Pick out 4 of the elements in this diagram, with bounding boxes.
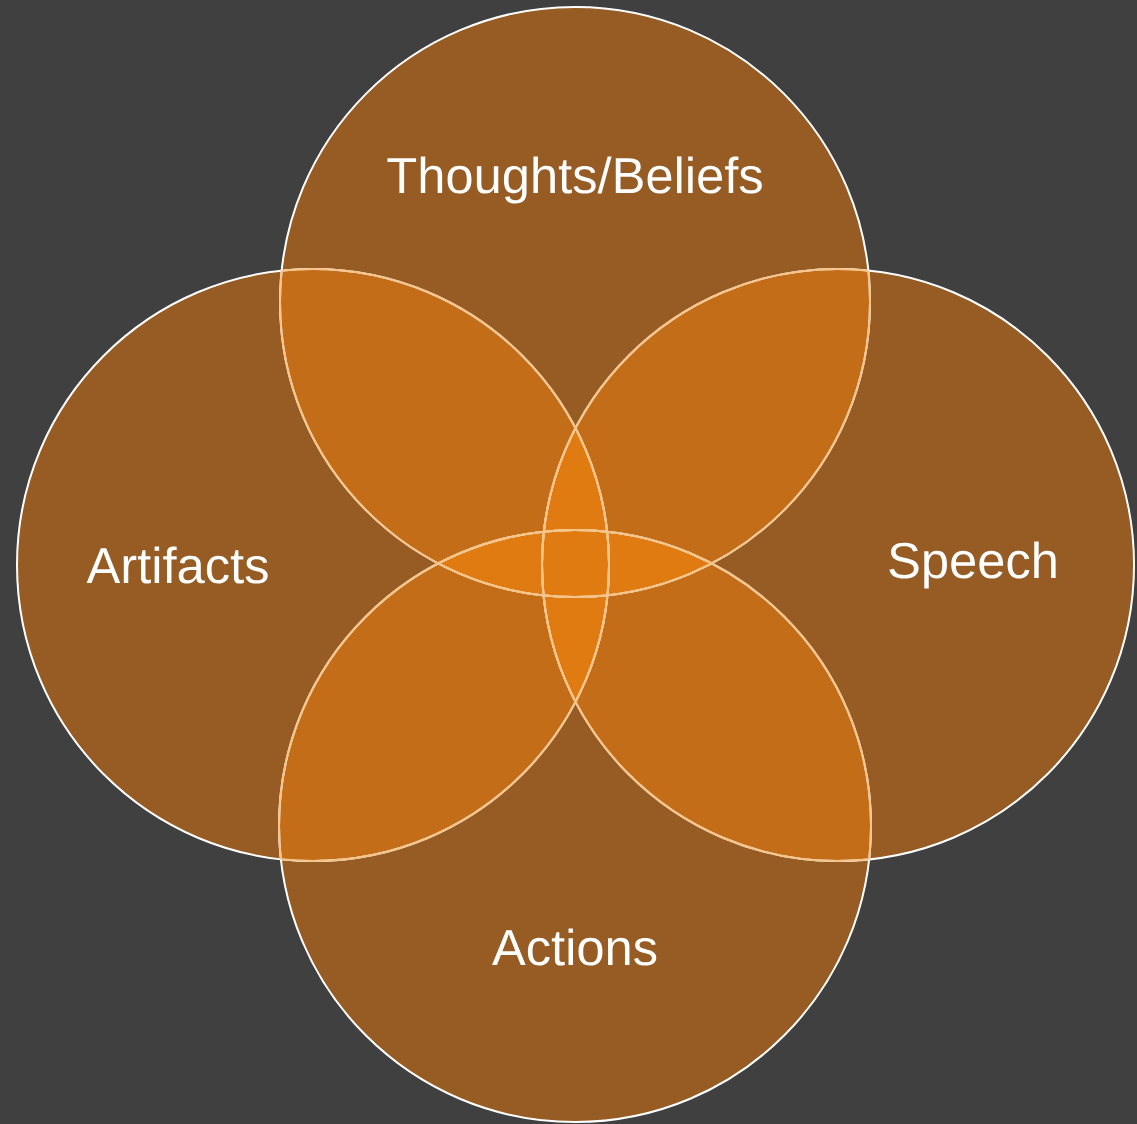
circle-label: Thoughts/Beliefs bbox=[387, 156, 762, 204]
circle-label: Speech bbox=[889, 541, 1056, 589]
circle-label: Actions bbox=[492, 928, 657, 966]
circle-label: Artifacts bbox=[86, 546, 268, 584]
